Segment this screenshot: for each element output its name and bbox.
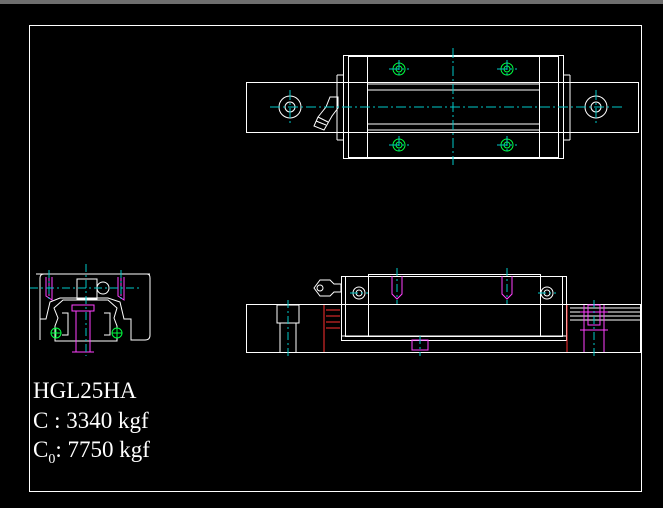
dynamic-load-value: 3340 kgf [66, 408, 149, 433]
drawing-border [29, 25, 642, 492]
side-view [246, 274, 641, 353]
top-view-centerlines [270, 48, 625, 165]
side-view-red-lines [323, 305, 568, 352]
static-load-value: 7750 kgf [67, 437, 150, 462]
dynamic-load-symbol: C [33, 408, 49, 433]
side-view-centerlines [287, 268, 595, 358]
end-view-ball-circles [50, 327, 123, 339]
static-load-rating: C0: 7750 kgf [33, 437, 150, 467]
static-load-separator: : [55, 437, 68, 462]
side-view-hidden-lines [391, 276, 608, 352]
window-title-bar [0, 0, 663, 4]
drawing-svg [29, 25, 642, 492]
model-number: HGL25HA [33, 378, 137, 403]
end-view-centerlines [30, 264, 140, 356]
static-load-subscript: 0 [48, 452, 56, 467]
dynamic-load-separator: : [48, 408, 67, 433]
cad-drawing-canvas: HGL25HA C : 3340 kgf C0: 7750 kgf [0, 4, 663, 508]
dynamic-load-rating: C : 3340 kgf [33, 409, 149, 432]
static-load-symbol: C [33, 437, 49, 462]
end-view [36, 273, 151, 342]
